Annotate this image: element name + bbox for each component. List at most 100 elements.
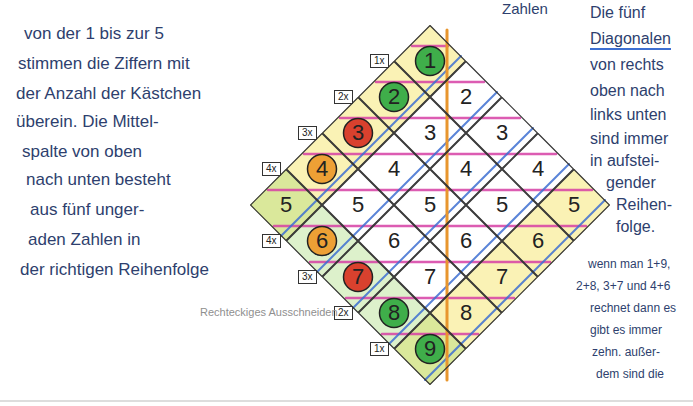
grid-cell: 7 <box>394 241 466 313</box>
grid-cell: 4 <box>358 133 430 205</box>
cell-border <box>395 98 466 169</box>
cell-number: 6 <box>388 230 400 252</box>
note-line: links unten <box>590 106 667 124</box>
cell-number: 3 <box>496 122 508 144</box>
note-line: folge. <box>616 218 655 236</box>
yellow-band <box>250 25 466 241</box>
number-circle <box>344 263 373 292</box>
cell-number: 2 <box>388 86 400 108</box>
cell-number: 7 <box>424 266 436 288</box>
grid-cell: 6 <box>286 205 358 277</box>
note-line: sind immer <box>590 130 668 148</box>
count-label: 2x <box>338 307 349 319</box>
cell-border <box>539 170 610 241</box>
note-line: der Anzahl der Kästchen <box>16 84 201 104</box>
note-line: aden Zahlen in <box>28 230 140 250</box>
note-line: dem sind die <box>596 368 664 382</box>
count-box: 1x <box>370 342 389 356</box>
diagonal-lines <box>281 56 605 380</box>
count-box: 4x <box>262 234 281 248</box>
cell-number: 7 <box>496 266 508 288</box>
cell-number: 8 <box>388 302 400 324</box>
cell-number: 5 <box>496 194 508 216</box>
note-line: in aufstei- <box>590 152 659 170</box>
page-line <box>0 401 693 402</box>
grid-cell: 7 <box>322 241 394 313</box>
cell-border <box>287 134 358 205</box>
note-line: Reihen- <box>616 196 672 214</box>
number-circle <box>308 155 337 184</box>
count-box: 3x <box>298 270 317 284</box>
cell-border <box>395 170 466 241</box>
cell-border <box>395 242 466 313</box>
note-line: von der 1 bis zur 5 <box>24 24 164 44</box>
grid-cell: 3 <box>322 97 394 169</box>
count-label: 2x <box>338 91 349 103</box>
grid-cell: 9 <box>394 313 466 385</box>
note-line: nach unten besteht <box>26 170 171 190</box>
cell-number: 5 <box>424 194 436 216</box>
note-line: oben nach <box>590 82 665 100</box>
number-circle <box>344 119 373 148</box>
count-label: 4x <box>266 235 277 247</box>
note-line: von rechts <box>590 56 664 74</box>
cell-number: 5 <box>352 194 364 216</box>
cell-number: 8 <box>460 302 472 324</box>
cell-number: 4 <box>532 158 544 180</box>
cell-number: 9 <box>424 338 436 360</box>
cell-border <box>359 134 430 205</box>
cell-number: 4 <box>460 158 472 180</box>
count-label: 3x <box>302 127 313 139</box>
cell-border <box>467 170 538 241</box>
cell-number: 1 <box>424 50 436 72</box>
cell-border <box>395 314 466 385</box>
grid-cell: 2 <box>358 61 430 133</box>
cell-number: 6 <box>316 230 328 252</box>
cell-border <box>431 62 502 133</box>
cell-border <box>431 206 502 277</box>
grid-cell: 3 <box>394 97 466 169</box>
grid-cell: 8 <box>358 277 430 349</box>
grid-cell: 4 <box>502 133 574 205</box>
grid-cell: 5 <box>466 169 538 241</box>
count-label: 4x <box>266 163 277 175</box>
cell-border <box>431 278 502 349</box>
cell-border <box>467 242 538 313</box>
cell-number: 4 <box>316 158 328 180</box>
grid-cell: 1 <box>394 25 466 97</box>
number-circle <box>380 299 409 328</box>
note-line: 2+8, 3+7 und 4+6 <box>576 280 670 294</box>
number-circle <box>308 227 337 256</box>
cell-border <box>359 62 430 133</box>
cell-border <box>323 98 394 169</box>
grid-cell: 5 <box>394 169 466 241</box>
count-label: 3x <box>302 271 313 283</box>
number-circle <box>380 83 409 112</box>
grid-cell: 5 <box>250 169 322 241</box>
note-line: der richtigen Reihenfolge <box>20 260 209 280</box>
green-band <box>250 169 466 385</box>
count-box: 1x <box>370 54 389 68</box>
count-label: 1x <box>374 343 385 355</box>
grid-cell: 7 <box>466 241 538 313</box>
cell-border <box>287 206 358 277</box>
grid-cell: 3 <box>466 97 538 169</box>
grid-cell: 8 <box>430 277 502 349</box>
note-line: rechnet dann es <box>590 302 676 316</box>
cell-border <box>503 206 574 277</box>
count-box: 4x <box>262 162 281 176</box>
cell-number: 5 <box>568 194 580 216</box>
cell-border <box>359 206 430 277</box>
cell-border <box>503 134 574 205</box>
note-line: überein. Die Mittel- <box>16 112 159 132</box>
cell-number: 6 <box>532 230 544 252</box>
cell-number: 7 <box>352 266 364 288</box>
grid-cell: 6 <box>502 205 574 277</box>
note-line: Diagonalen <box>590 30 671 50</box>
note-line: spalte von oben <box>22 142 142 162</box>
cell-number: 3 <box>424 122 436 144</box>
grid-cell: 4 <box>286 133 358 205</box>
grid-cell: 2 <box>430 61 502 133</box>
cell-border <box>323 170 394 241</box>
